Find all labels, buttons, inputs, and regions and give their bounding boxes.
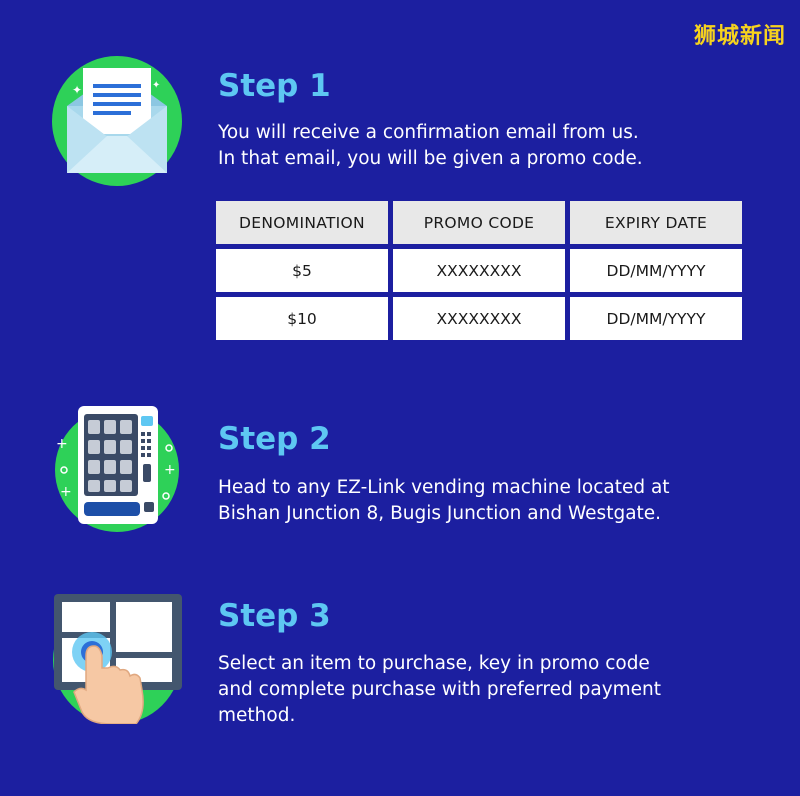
step-2-description: Head to any EZ-Link vending machine loca…	[218, 475, 778, 527]
svg-text:+: +	[56, 436, 68, 452]
promo-code-table: DENOMINATION PROMO CODE EXPIRY DATE $5 X…	[211, 196, 747, 345]
vending-machine-icon: + + +	[52, 402, 182, 532]
svg-text:✦: ✦	[152, 80, 160, 91]
step-3-line-1: Select an item to purchase, key in promo…	[218, 653, 650, 674]
cell-promo-code: XXXXXXXX	[393, 297, 565, 340]
svg-text:+: +	[60, 484, 72, 500]
step-1-line-1: You will receive a confirmation email fr…	[218, 122, 639, 143]
step-1-line-2: In that email, you will be given a promo…	[218, 148, 643, 169]
step-3-line-2: and complete purchase with preferred pay…	[218, 679, 662, 700]
step-1-description: You will receive a confirmation email fr…	[218, 120, 778, 172]
table-header-row: DENOMINATION PROMO CODE EXPIRY DATE	[216, 201, 742, 244]
step-2-line-2: Bishan Junction 8, Bugis Junction and We…	[218, 503, 662, 524]
step-1-title: Step 1	[218, 68, 331, 104]
step-3-line-3: method.	[218, 705, 296, 726]
header-expiry-date: EXPIRY DATE	[570, 201, 742, 244]
header-denomination: DENOMINATION	[216, 201, 388, 244]
svg-text:+: +	[164, 462, 176, 478]
cell-denomination: $5	[216, 249, 388, 292]
header-promo-code: PROMO CODE	[393, 201, 565, 244]
cell-denomination: $10	[216, 297, 388, 340]
svg-text:✦: ✦	[72, 83, 82, 97]
envelope-icon: ✦ ✦	[52, 56, 182, 186]
cell-expiry-date: DD/MM/YYYY	[570, 249, 742, 292]
cell-promo-code: XXXXXXXX	[393, 249, 565, 292]
step-2-title: Step 2	[218, 421, 331, 457]
step-3-title: Step 3	[218, 598, 331, 634]
watermark-text: 狮城新闻	[693, 24, 786, 49]
step-2-line-1: Head to any EZ-Link vending machine loca…	[218, 477, 670, 498]
cell-expiry-date: DD/MM/YYYY	[570, 297, 742, 340]
touch-screen-icon	[52, 594, 182, 724]
step-3-description: Select an item to purchase, key in promo…	[218, 651, 778, 729]
table-row: $10 XXXXXXXX DD/MM/YYYY	[216, 297, 742, 340]
table-row: $5 XXXXXXXX DD/MM/YYYY	[216, 249, 742, 292]
